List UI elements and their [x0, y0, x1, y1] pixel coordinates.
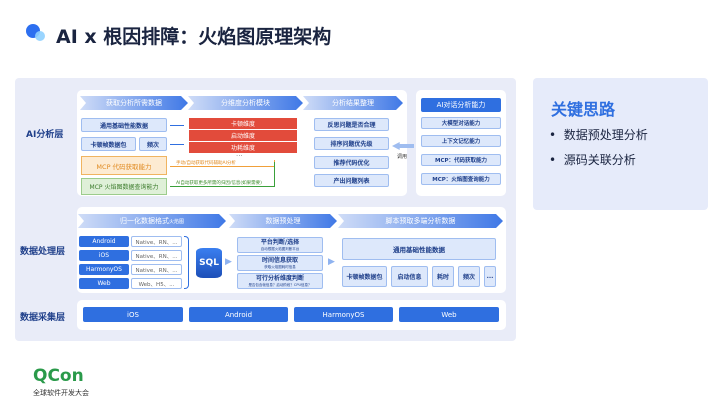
- prefetch-item: 卡顿帧数据包: [342, 266, 387, 287]
- key-idea-text: 源码关联分析: [563, 153, 636, 167]
- preprocess-sub: 自动根据火焰图判断平台: [260, 247, 300, 251]
- collect-item: Android: [189, 307, 288, 322]
- platform-desc: Native、RN、...: [131, 264, 182, 275]
- stage-normalize-label: 归一化数据格式: [119, 217, 169, 225]
- dim-startup: 启动维度: [189, 130, 297, 141]
- dialog-title: AI对话分析能力: [421, 98, 501, 112]
- result-item: 推荐代码优化: [314, 156, 389, 169]
- green-arrow: [170, 186, 275, 187]
- general-data-box: 通用基础性能数据: [81, 118, 167, 132]
- orange-arrow: [170, 166, 275, 167]
- stage-preprocess: 数据预处理: [229, 214, 337, 228]
- dim-jank: 卡顿维度: [189, 118, 297, 129]
- platform-desc: Web、H5、...: [131, 278, 182, 289]
- qcon-subtitle: 全球软件开发大会: [33, 389, 89, 397]
- platform-name: HarmonyOS: [79, 264, 129, 275]
- dialog-item: 上下文记忆能力: [421, 135, 501, 147]
- preprocess-sub: 是否包含帧信息？启动阶段？CPU信息？: [248, 283, 312, 287]
- chevron-right-icon: ▶: [225, 257, 232, 267]
- key-ideas-title: 关键思路: [551, 100, 616, 119]
- key-idea-item: • 数据预处理分析: [549, 128, 648, 142]
- layer-label-collect: 数据采集层: [20, 313, 66, 323]
- arrow-icon: [170, 125, 184, 126]
- result-item: 产出问题列表: [314, 174, 389, 187]
- prefetch-item: 频次: [458, 266, 480, 287]
- collect-item: Web: [399, 307, 499, 322]
- qcon-logo: QCon: [33, 366, 84, 386]
- result-item: 排序问题优先级: [314, 137, 389, 150]
- bracket: [184, 236, 189, 289]
- preprocess-sub: 获取火焰图耗时信息: [264, 265, 296, 269]
- green-arrow-up: [274, 162, 275, 187]
- logo-icon-accent: [35, 31, 45, 41]
- prefetch-item: 启动信息: [391, 266, 428, 287]
- preprocess-title: 平台判断/选择: [260, 239, 300, 246]
- dim-power: 功耗维度: [189, 142, 297, 153]
- stage-normalize: 归一化数据格式火焰图: [78, 214, 226, 228]
- jank-package-box: 卡顿帧数据包: [81, 137, 136, 151]
- preprocess-title: 时间信息获取: [261, 257, 298, 264]
- chevron-right-icon: ▶: [328, 257, 335, 267]
- preprocess-item: 时间信息获取获取火焰图耗时信息: [237, 255, 323, 271]
- preprocess-item: 可行分析维度判断是否包含帧信息？启动阶段？CPU信息？: [237, 273, 323, 289]
- dims-more: ···: [236, 152, 243, 160]
- prefetch-item: 耗时: [432, 266, 454, 287]
- key-ideas-panel: [533, 78, 708, 210]
- stage-normalize-sup: 火焰图: [168, 218, 184, 225]
- layer-label-ai: AI分析层: [26, 130, 64, 140]
- dialog-item: 大模型对话能力: [421, 117, 501, 129]
- note-green: AI自动获取更多所需的归因/信息(如果需要): [176, 181, 262, 186]
- frequency-box: 频次: [139, 137, 167, 151]
- dialog-item: MCP：代码获取能力: [421, 154, 501, 166]
- platform-name: iOS: [79, 250, 129, 261]
- layer-label-data: 数据处理层: [20, 247, 66, 257]
- result-item: 反思问题是否合理: [314, 118, 389, 131]
- platform-name: Web: [79, 278, 129, 289]
- call-arrow-icon: [392, 142, 414, 150]
- key-idea-text: 数据预处理分析: [563, 128, 648, 142]
- call-label: 调用: [397, 154, 408, 160]
- general-perf-data: 通用基础性能数据: [342, 238, 496, 260]
- arrow-icon: [170, 144, 184, 145]
- mcp-code-box: MCP 代码获取能力: [81, 156, 167, 175]
- platform-desc: Native、RN、...: [131, 250, 182, 261]
- preprocess-item: 平台判断/选择自动根据火焰图判断平台: [237, 237, 323, 253]
- preprocess-title: 可行分析维度判断: [255, 275, 304, 282]
- key-idea-item: • 源码关联分析: [549, 153, 636, 167]
- page-title: AI x 根因排障：火焰图原理架构: [56, 26, 332, 48]
- dialog-item: MCP：火焰图查询能力: [421, 173, 501, 185]
- sql-database-icon: SQL: [196, 248, 222, 278]
- stage-get-data: 获取分析所需数据: [80, 96, 188, 110]
- stage-dimension: 分维度分析模块: [188, 96, 303, 110]
- stage-result: 分析结果整理: [303, 96, 403, 110]
- collect-item: HarmonyOS: [294, 307, 393, 322]
- note-orange: 手动/自动获取代码辅助AI分析: [176, 161, 236, 166]
- mcp-flame-box: MCP 火焰图数据查询能力: [81, 178, 167, 195]
- prefetch-item: ...: [484, 266, 496, 287]
- stage-prefetch: 脚本预取多端分析数据: [338, 214, 503, 228]
- collect-item: iOS: [83, 307, 183, 322]
- platform-name: Android: [79, 236, 129, 247]
- platform-desc: Native、RN、...: [131, 236, 182, 247]
